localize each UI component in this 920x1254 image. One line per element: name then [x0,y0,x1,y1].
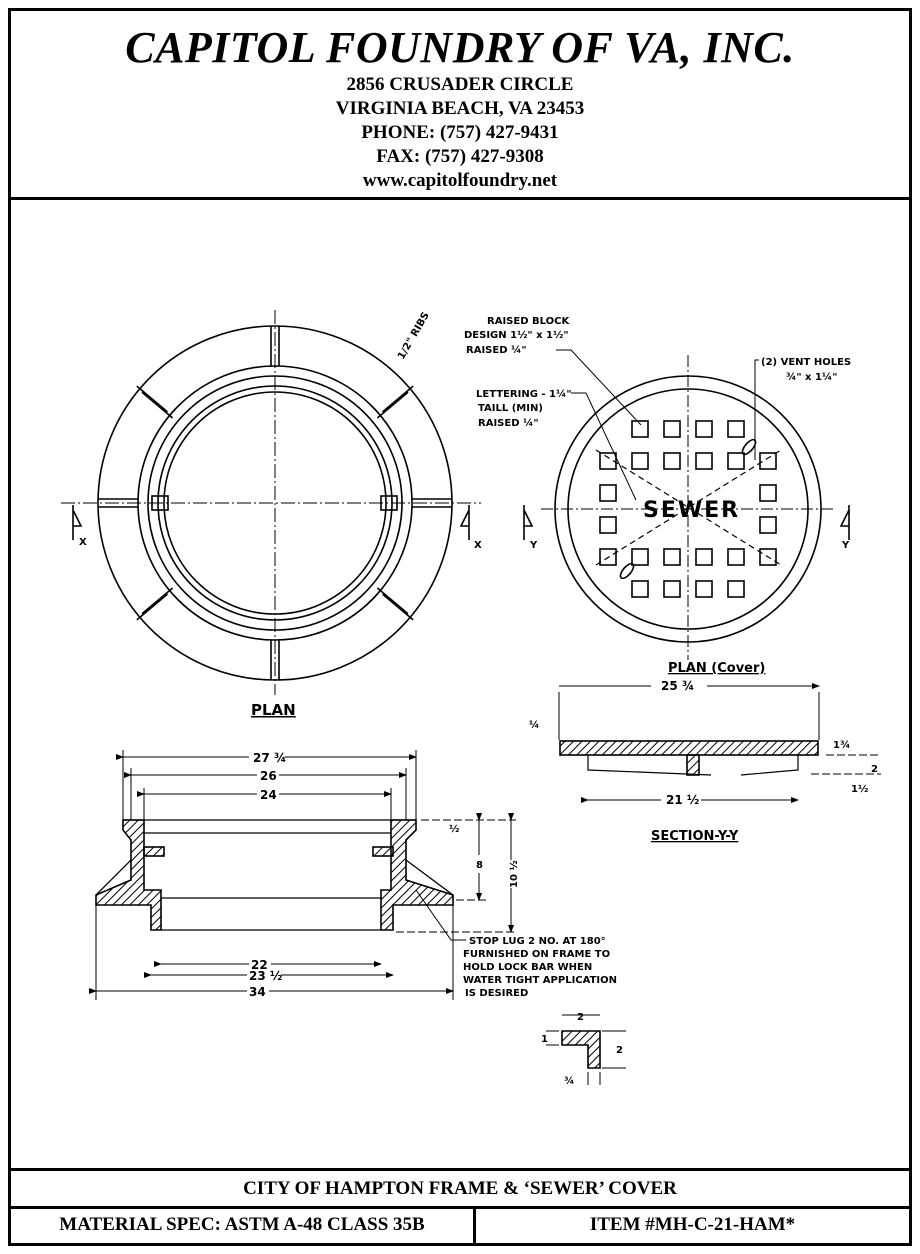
cover-plan-view: SEWER Y Y RAISED BLOCK DESIGN 1½" x 1½" … [464,316,851,676]
lug-dim-height: 2 [616,1045,623,1056]
spec-row: MATERIAL SPEC: ASTM A-48 CLASS 35B ITEM … [11,1206,909,1243]
note-vent-1: (2) VENT HOLES [761,357,851,368]
frame-section-view: 27 ¾ 26 24 22 23 ½ 34 ½ 8 10 ½ STOP LUG … [89,750,626,1087]
raised-block [631,548,649,566]
raised-block [727,420,745,438]
lug-dim-thick: 1 [541,1034,548,1045]
note-lettering-2: TAILL (MIN) [478,403,543,414]
raised-block [663,420,681,438]
dim-frame-d5: 23 ½ [249,969,282,983]
dim-frame-d3: 24 [260,788,277,802]
stop-lug-note-5: IS DESIRED [465,988,528,999]
address-line-1: 2856 CRUSADER CIRCLE [346,74,574,95]
frame-plan-view: X X 1/2" RIBS PLAN [61,310,482,719]
lug-dim-web: ¾ [564,1076,574,1087]
raised-block [727,452,745,470]
section-mark-y-right: Y [841,540,850,551]
material-spec: MATERIAL SPEC: ASTM A-48 CLASS 35B [11,1206,476,1243]
raised-block [631,580,649,598]
dim-frame-d4: 22 [251,958,268,972]
raised-block [759,484,777,502]
note-lettering-1: LETTERING - 1¼" [476,388,572,400]
phone: PHONE: (757) 427-9431 [361,122,559,143]
raised-block [663,548,681,566]
raised-block [759,516,777,534]
raised-block [727,580,745,598]
stop-lug-note-4: WATER TIGHT APPLICATION [463,975,617,986]
note-block-1: RAISED BLOCK [487,316,570,327]
stop-lug-note-3: HOLD LOCK BAR WHEN [463,962,592,973]
stop-lug-note-1: STOP LUG 2 NO. AT 180° [469,936,606,947]
dim-frame-d6: 34 [249,985,266,999]
cover-section-view: 25 ¾ 21 ½ ¼ 1¾ 2 1½ SECTION-Y-Y [529,678,881,844]
note-block-3: RAISED ¼" [466,344,527,356]
frame-rib [382,385,414,413]
company-name: CAPITOL FOUNDRY OF VA, INC. [125,23,795,72]
cover-plan-label: PLAN (Cover) [668,661,765,676]
title-block-header: CAPITOL FOUNDRY OF VA, INC. 2856 CRUSADE… [11,11,909,200]
drawing-title: CITY OF HAMPTON FRAME & ‘SEWER’ COVER [11,1168,909,1209]
raised-block [695,580,713,598]
section-mark-y-left: Y [529,540,538,551]
raised-block [695,452,713,470]
raised-block [663,452,681,470]
raised-block [759,452,777,470]
raised-block-grid [599,420,777,598]
raised-block [663,580,681,598]
dim-frame-d1: 27 ¾ [253,751,286,765]
frame-rib [141,391,174,419]
frame-rib [382,593,414,621]
dim-frame-h2: 8 [476,860,483,871]
rib-note: 1/2" RIBS [396,311,432,362]
raised-block [727,548,745,566]
website: www.capitolfoundry.net [362,170,558,191]
drawing-sheet: CAPITOL FOUNDRY OF VA, INC. 2856 CRUSADE… [8,8,912,1246]
dim-cover-rib-bottom: 1½ [851,784,868,795]
note-block-2: DESIGN 1½" x 1½" [464,330,569,341]
raised-block [599,548,617,566]
lug-dim-width: 2 [577,1012,584,1023]
frame-plan-label: PLAN [251,701,296,719]
raised-block [599,484,617,502]
frame-rib [136,385,168,413]
dim-cover-bottom: 21 ½ [666,793,699,807]
cover-section-label: SECTION-Y-Y [651,829,739,844]
raised-block [631,452,649,470]
raised-block [599,516,617,534]
dim-cover-top-left: ¼ [529,719,539,731]
raised-block [695,420,713,438]
note-vent-2: ¾" x 1¼" [786,371,838,383]
frame-rib [376,587,409,615]
dim-cover-thick: 1¾ [833,740,850,751]
raised-block [695,548,713,566]
frame-rib [136,593,168,621]
item-number: ITEM #MH-C-21-HAM* [589,1214,796,1235]
note-lettering-3: RAISED ¼" [478,417,539,429]
stop-lug-note-2: FURNISHED ON FRAME TO [463,949,610,960]
dim-frame-d2: 26 [260,769,277,783]
section-mark-x-left: X [79,537,87,548]
dim-frame-h1: ½ [449,824,459,835]
vent-hole-icon [619,562,635,580]
raised-block [599,452,617,470]
fax: FAX: (757) 427-9308 [376,146,544,167]
dim-cover-overall: 25 ¾ [661,679,694,693]
frame-rib [141,587,174,615]
frame-rib [376,391,409,419]
raised-block [759,548,777,566]
dim-cover-rib: 2 [871,764,878,775]
raised-block [631,420,649,438]
cover-lettering: SEWER [643,498,740,523]
drawing-canvas: X X 1/2" RIBS PLAN SEWER Y [61,310,881,1087]
address-line-2: VIRGINIA BEACH, VA 23453 [335,98,585,119]
dim-frame-h3: 10 ½ [509,860,520,888]
section-mark-x-right: X [474,540,482,551]
technical-drawing: X X 1/2" RIBS PLAN SEWER Y [11,200,909,1168]
